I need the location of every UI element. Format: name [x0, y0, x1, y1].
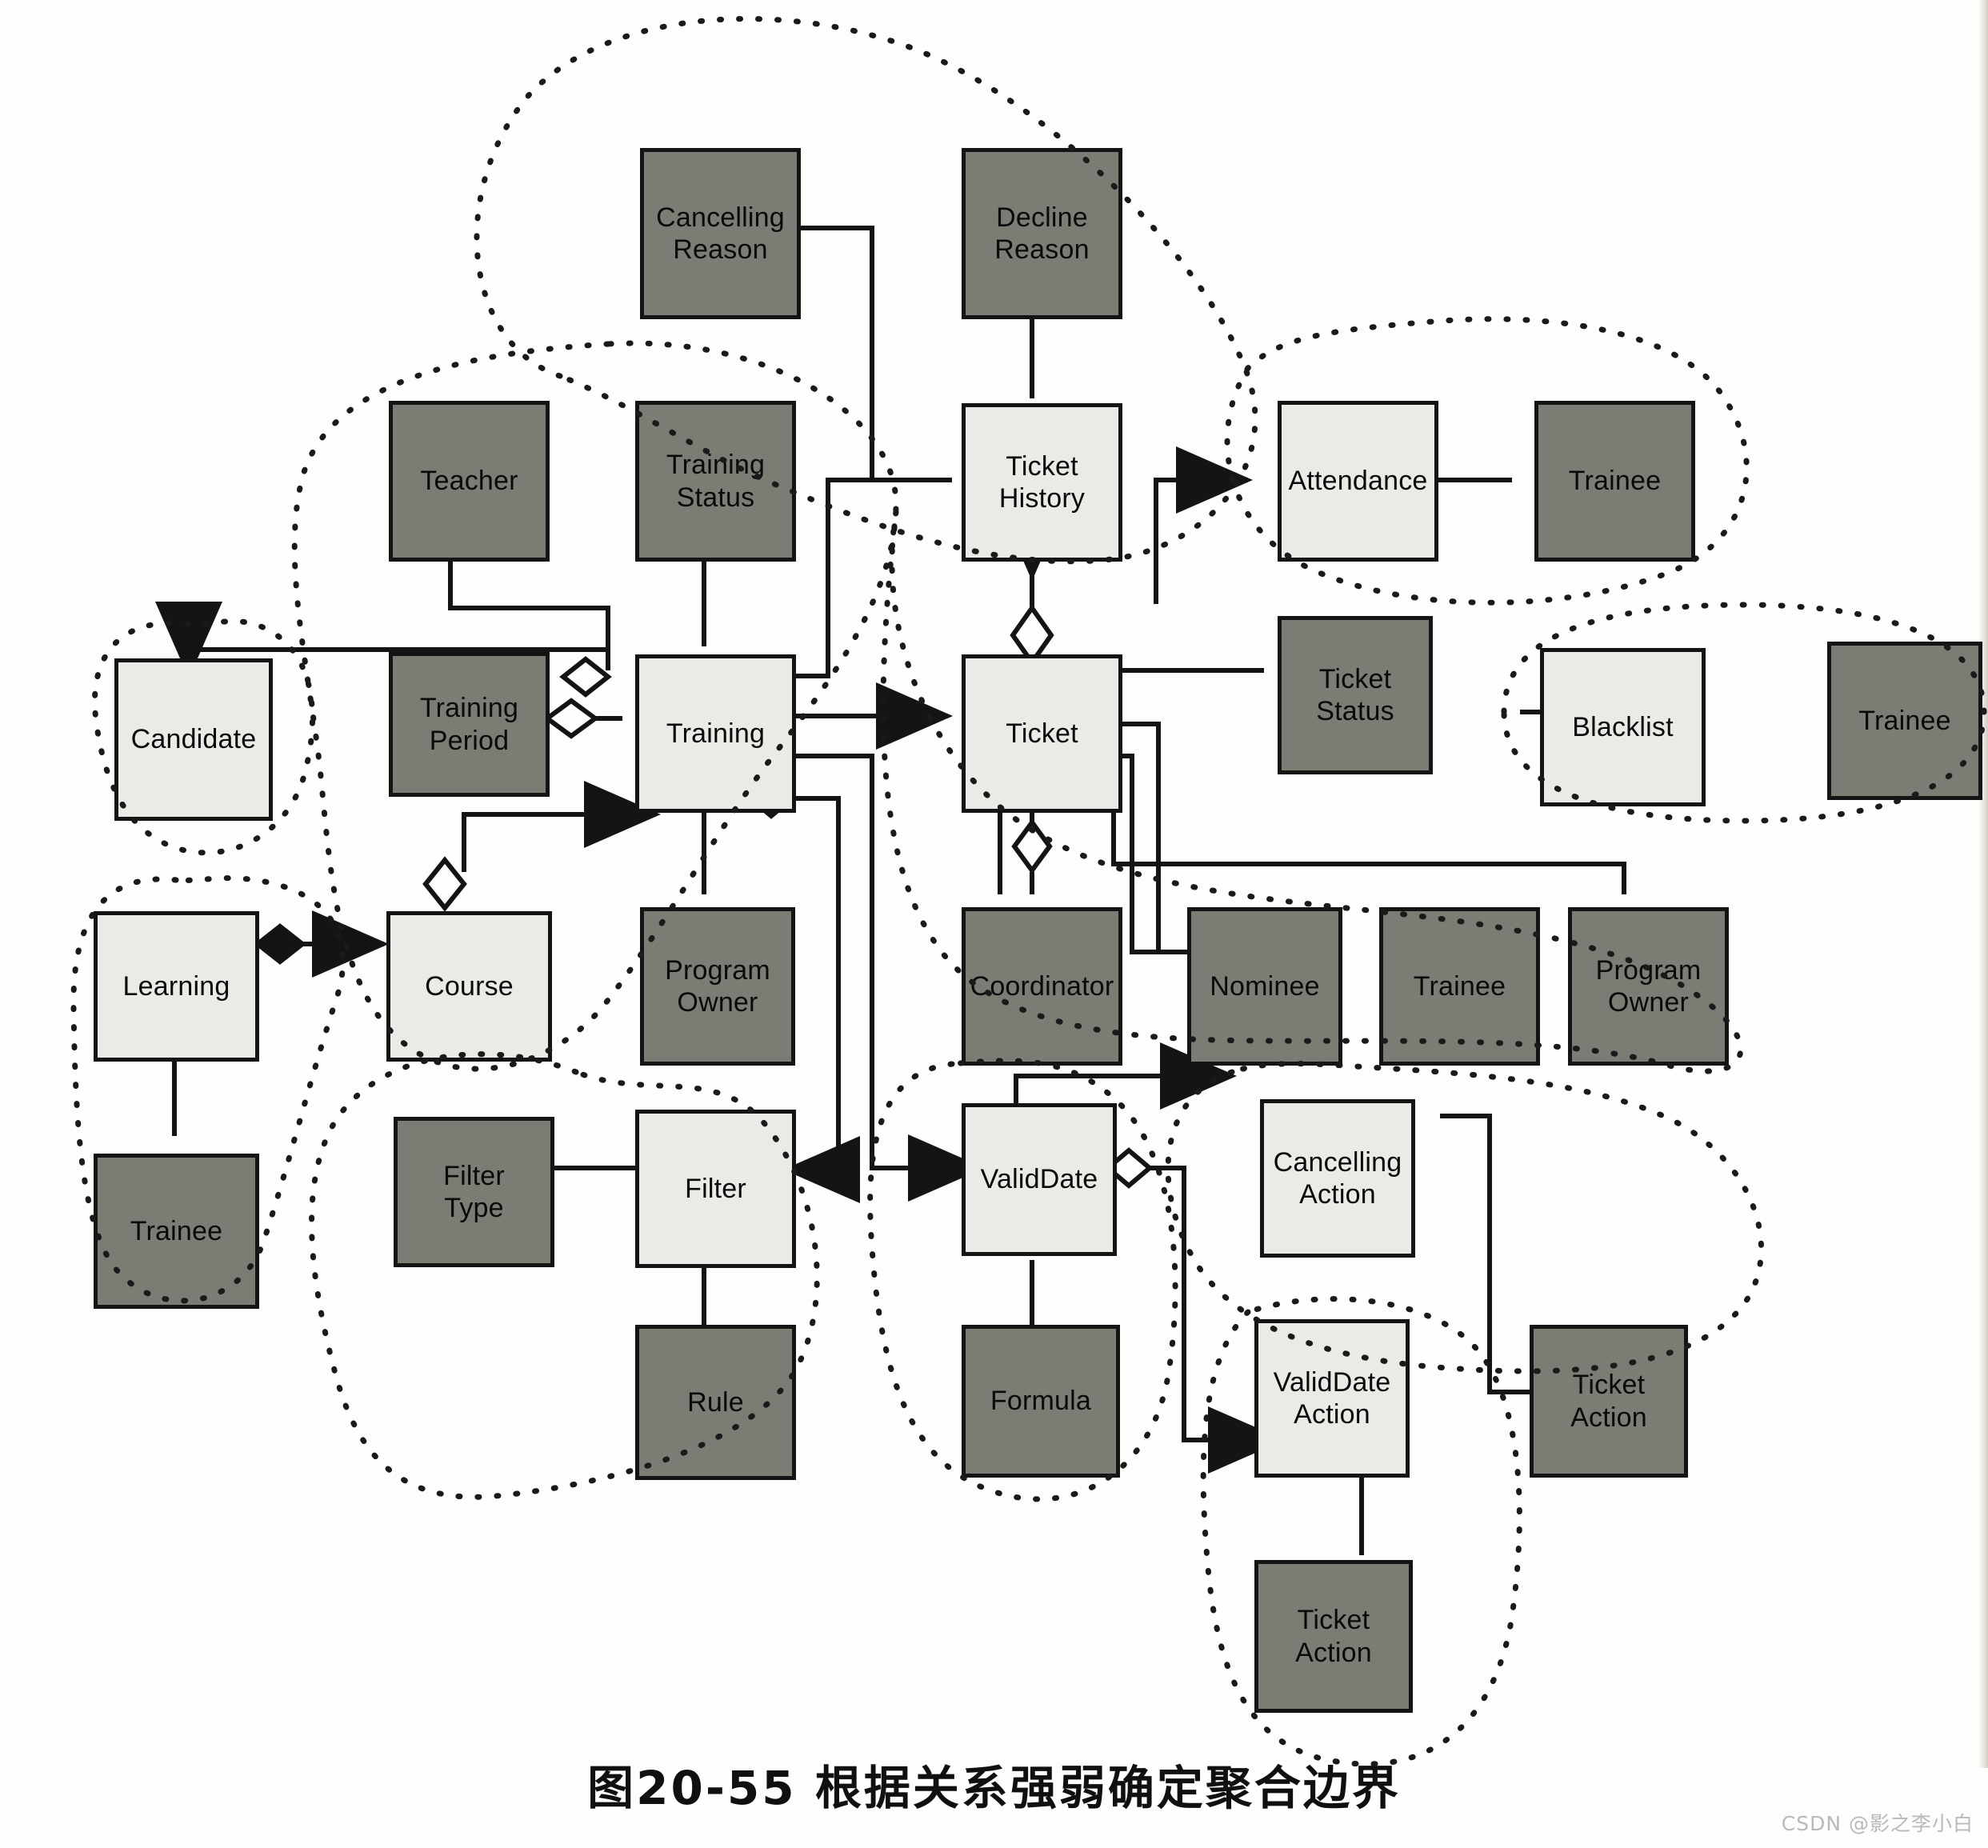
entity-validdate[interactable]: ValidDate — [962, 1103, 1117, 1256]
entity-label: Learning — [122, 970, 230, 1002]
entity-attendance[interactable]: Attendance — [1278, 401, 1438, 562]
entity-coordinator[interactable]: Coordinator — [962, 907, 1122, 1066]
entity-label: Filter — [685, 1173, 746, 1204]
page-edge-shading — [1978, 0, 1988, 1768]
entity-label: Blacklist — [1572, 711, 1674, 742]
entity-label: Course — [425, 970, 514, 1002]
watermark: CSDN @影之李小白 — [1781, 1812, 1974, 1835]
entity-training[interactable]: Training — [635, 654, 796, 813]
entity-blacklist[interactable]: Blacklist — [1540, 648, 1706, 806]
entity-label: Trainee — [130, 1215, 223, 1246]
entity-label: Teacher — [420, 466, 518, 497]
entity-learning[interactable]: Learning — [94, 911, 259, 1062]
entity-filter[interactable]: Filter — [635, 1110, 796, 1268]
entity-label: Formula — [990, 1386, 1092, 1417]
entity-candidate[interactable]: Candidate — [114, 658, 273, 821]
entity-trainee-blacklist[interactable]: Trainee — [1827, 642, 1982, 800]
entity-course[interactable]: Course — [386, 911, 552, 1062]
entity-label: Training — [666, 718, 766, 749]
entity-label: Trainee — [1413, 970, 1506, 1002]
entity-nominee[interactable]: Nominee — [1187, 907, 1342, 1066]
entity-label: ValidDate — [980, 1164, 1098, 1195]
entity-label: Coordinator — [970, 970, 1114, 1002]
entity-rule[interactable]: Rule — [635, 1325, 796, 1480]
entity-label: Candidate — [130, 724, 257, 755]
entity-label: Nominee — [1210, 970, 1320, 1002]
entity-label: Attendance — [1288, 466, 1428, 497]
entity-label: Rule — [687, 1386, 744, 1418]
entity-teacher[interactable]: Teacher — [389, 401, 550, 562]
entity-label: Ticket — [1006, 718, 1078, 749]
entity-trainee-learning[interactable]: Trainee — [94, 1154, 259, 1309]
entity-label: Trainee — [1568, 466, 1662, 497]
entity-trainee-ticket[interactable]: Trainee — [1379, 907, 1540, 1066]
entity-label: Trainee — [1858, 705, 1951, 736]
entity-trainee-attend[interactable]: Trainee — [1534, 401, 1695, 562]
figure-caption: 图20-55 根据关系强弱确定聚合边界 — [587, 1761, 1401, 1815]
entity-ticket[interactable]: Ticket — [962, 654, 1122, 813]
entity-formula[interactable]: Formula — [962, 1325, 1120, 1478]
